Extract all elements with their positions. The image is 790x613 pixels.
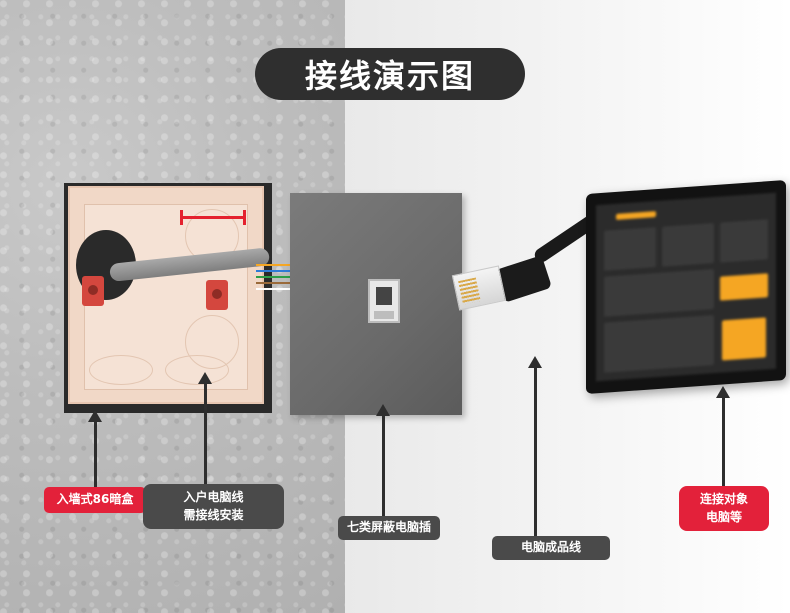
label-patch-cable: 电脑成品线: [492, 536, 610, 560]
label-wall-box: 入墙式86暗盒: [44, 487, 146, 513]
monitor-screen: [596, 192, 776, 382]
wall-box-86: [68, 186, 264, 404]
arrow-up-icon: [198, 372, 212, 485]
screw-ear-left: [82, 276, 104, 306]
page-title: 接线演示图: [255, 48, 525, 100]
knockout-circle: [89, 355, 153, 385]
knockout-circle: [165, 355, 229, 385]
strip-length-marker-left: [180, 210, 183, 225]
wall-socket-panel: [290, 193, 462, 415]
label-wall-box-text: 入墙式86暗盒: [56, 492, 134, 507]
label-incoming-cable-line1: 入户电脑线: [183, 490, 244, 505]
label-patch-cable-text: 电脑成品线: [520, 540, 581, 555]
strip-length-marker-right: [243, 210, 246, 225]
jack-icon: [368, 279, 400, 323]
screw-ear-right: [206, 280, 228, 310]
label-incoming-cable: 入户电脑线 需接线安装: [143, 484, 284, 529]
arrow-up-icon: [88, 410, 102, 488]
computer-monitor: [586, 180, 786, 394]
label-socket-panel-text: 七类屏蔽电脑插: [346, 520, 431, 535]
arrow-up-icon: [716, 386, 730, 486]
label-connection-target-line1: 连接对象: [699, 492, 748, 507]
label-connection-target: 连接对象 电脑等: [679, 486, 769, 531]
label-connection-target-line2: 电脑等: [705, 509, 742, 524]
label-incoming-cable-line2: 需接线安装: [183, 507, 244, 522]
strip-length-marker: [180, 216, 246, 219]
twisted-pair-wires: [256, 262, 290, 292]
label-socket-panel: 七类屏蔽电脑插: [338, 516, 440, 540]
arrow-up-icon: [376, 404, 390, 516]
arrow-up-icon: [528, 356, 542, 536]
